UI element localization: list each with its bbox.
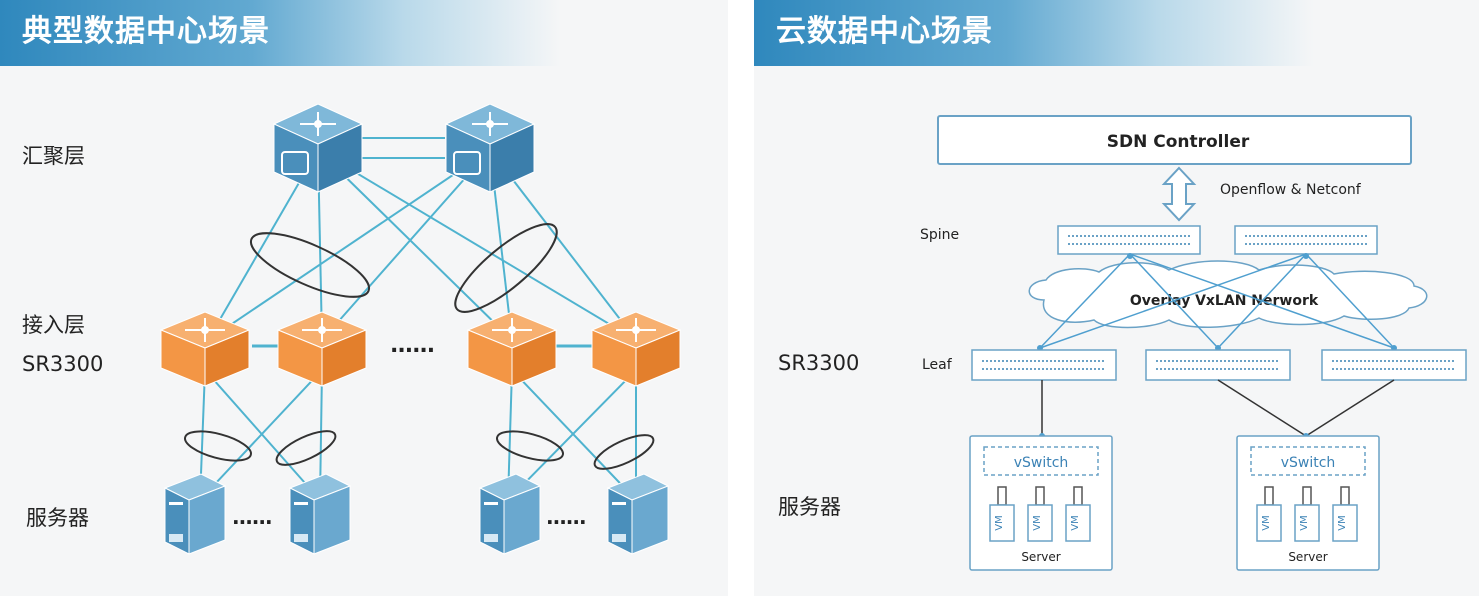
spine-label: Spine — [920, 227, 959, 243]
leaf-switch-3 — [1321, 349, 1467, 381]
server-4 — [607, 473, 669, 555]
cloud-dc-diagram: SDN Controller Openflow & Netconf Spine … — [778, 115, 1467, 571]
cloud-dc-banner: 云数据中心场景 — [754, 0, 1314, 66]
spine-switch-2 — [1234, 225, 1378, 255]
access-switch-1 — [160, 311, 250, 387]
aggregation-layer-label: 汇聚层 — [22, 144, 85, 168]
cloud-server-1: vSwitch VM VM VM Server — [969, 435, 1113, 571]
vm-label: VM — [1070, 515, 1081, 530]
typical-dc-panel: 典型数据中心场景 汇聚层 接入层 SR3300 服务器 — [0, 0, 728, 596]
server-label-2: Server — [1288, 550, 1327, 564]
typical-dc-title: 典型数据中心场景 — [22, 14, 270, 49]
typical-dc-diagram: 汇聚层 接入层 SR3300 服务器 — [22, 103, 681, 555]
core-interconnect — [362, 137, 445, 159]
server-label-1: Server — [1021, 550, 1060, 564]
vm-label: VM — [994, 515, 1005, 530]
vm-label: VM — [1337, 515, 1348, 530]
core-access-links — [207, 149, 637, 341]
leaf-server-links — [1041, 379, 1395, 437]
cloud-dc-title: 云数据中心场景 — [776, 14, 993, 49]
server-1 — [164, 473, 226, 555]
server-layer-label-right: 服务器 — [778, 495, 841, 519]
leaf-switch-2 — [1145, 349, 1291, 381]
cloud-dc-panel: 云数据中心场景 SDN Controller Openflow & Netcon… — [754, 0, 1479, 596]
vm-label: VM — [1261, 515, 1272, 530]
access-switch-3 — [467, 311, 557, 387]
vswitch-label-1: vSwitch — [1014, 455, 1069, 471]
sdn-controller-box — [937, 115, 1412, 165]
server-ellipsis-2: ...... — [546, 505, 586, 529]
access-model-label: SR3300 — [22, 352, 103, 376]
server-2 — [289, 473, 351, 555]
leaf-label: Leaf — [922, 357, 953, 373]
vswitch-label-2: vSwitch — [1281, 455, 1336, 471]
access-switch-2 — [277, 311, 367, 387]
server-layer-label: 服务器 — [26, 506, 89, 530]
spine-switch-1 — [1057, 225, 1201, 255]
access-switch-4 — [591, 311, 681, 387]
cloud-server-2: vSwitch VM VM VM Server — [1236, 435, 1380, 571]
protocol-label: Openflow & Netconf — [1220, 182, 1362, 198]
sdn-controller-label: SDN Controller — [1107, 132, 1250, 152]
spine-leaf-links — [1039, 253, 1395, 349]
vm-label: VM — [1299, 515, 1310, 530]
lag-ellipses — [184, 223, 655, 470]
server-3 — [479, 473, 541, 555]
typical-dc-banner: 典型数据中心场景 — [0, 0, 560, 66]
access-ellipsis: ...... — [390, 333, 434, 358]
access-server-links — [199, 369, 637, 501]
access-layer-label: 接入层 — [22, 313, 85, 337]
core-switch-2 — [445, 103, 535, 193]
leaf-switch-1 — [971, 349, 1117, 381]
leaf-model-label: SR3300 — [778, 351, 859, 375]
server-ellipsis-1: ...... — [232, 505, 272, 529]
double-arrow-icon — [1161, 166, 1197, 222]
vm-label: VM — [1032, 515, 1043, 530]
